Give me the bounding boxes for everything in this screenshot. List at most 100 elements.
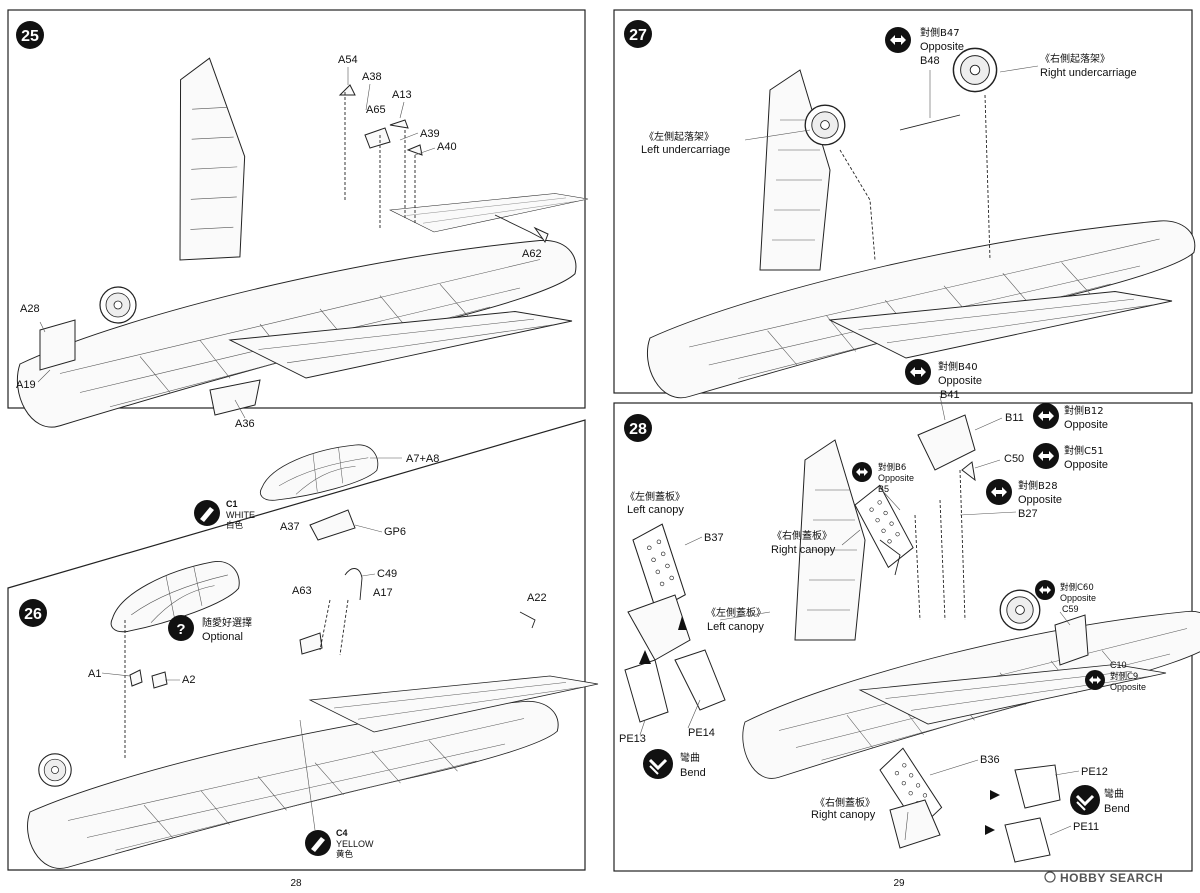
step-25-badge: 25 (16, 21, 44, 49)
part-label-b27: B27 (1018, 508, 1038, 520)
part-label-b37: B37 (704, 532, 724, 544)
right-canopy-1-cn: 《右側蓋板》 (772, 529, 832, 542)
bend-2-en: Bend (1104, 803, 1130, 815)
part-label-c59: C59 (1062, 604, 1079, 614)
bend-icon-2 (1068, 783, 1102, 817)
paint-brush-icon-yellow (305, 830, 331, 856)
svg-text:25: 25 (21, 28, 39, 45)
page-number-right: 29 (893, 878, 905, 889)
paint-brush-icon-white (194, 500, 220, 526)
part-label-a28: A28 (20, 303, 40, 315)
part-label-a38: A38 (362, 71, 382, 83)
part-label-a39: A39 (420, 128, 440, 140)
paint-code-yellow: C4 (336, 828, 348, 838)
svg-text:28: 28 (629, 421, 647, 438)
opposite-arrow-icon-b28 (986, 479, 1012, 505)
step-27-panel: 27 對側B47 Opposite B48 《右側起落架》 Right unde… (613, 9, 1196, 399)
bend-1-en: Bend (680, 767, 706, 779)
paint-cn-yellow: 黄色 (336, 849, 354, 860)
part-label-a17: A17 (373, 587, 393, 599)
step-25-illustration (16, 56, 589, 428)
left-undercarriage-en: Left undercarriage (641, 144, 730, 156)
svg-text:27: 27 (629, 27, 647, 44)
part-label-pe11: PE11 (1073, 821, 1099, 833)
part-label-a65: A65 (366, 104, 386, 116)
right-undercarriage-cn: 《右側起落架》 (1040, 52, 1110, 65)
opposite-c9-en: Opposite (1110, 682, 1146, 692)
left-canopy-2-cn: 《左側蓋板》 (706, 606, 766, 619)
step-26-callouts: A7+A8 GP6 A37 A63 C49 A17 A22 A1 A2 ? 随愛… (88, 453, 547, 860)
opposite-c9-cn: 對側C9 (1110, 671, 1138, 682)
part-label-b11: B11 (1005, 412, 1024, 424)
opposite-arrow-icon-b40 (905, 359, 931, 385)
opposite-c60-cn: 對側C60 (1060, 582, 1094, 593)
watermark-text: HOBBY SEARCH (1060, 871, 1163, 885)
opposite-c51-en: Opposite (1064, 459, 1108, 471)
paint-name-yellow: YELLOW (336, 839, 374, 849)
part-label-pe12: PE12 (1081, 766, 1108, 778)
part-label-b48: B48 (920, 55, 940, 67)
right-canopy-2-cn: 《右側蓋板》 (815, 796, 875, 809)
paint-code-white: C1 (226, 499, 238, 509)
step-27-callouts: 對側B47 Opposite B48 《右側起落架》 Right underca… (641, 26, 1137, 156)
paint-name-white: WHITE (226, 510, 255, 520)
opposite-b6-cn: 對側B6 (878, 462, 906, 473)
step-27-illustration (646, 47, 1196, 399)
bend-2-cn: 彎曲 (1104, 787, 1124, 800)
opposite-b47-cn: 對側B47 (920, 26, 960, 39)
opposite-arrow-icon-c60 (1035, 580, 1055, 600)
step-28-panel: 28 對側B40 Opposite (613, 359, 1200, 872)
left-undercarriage-cn: 《左側起落架》 (644, 130, 714, 143)
part-label-a2: A2 (182, 674, 195, 686)
opposite-b40-cn: 對側B40 (938, 360, 978, 373)
left-canopy-1-en: Left canopy (627, 504, 684, 516)
part-label-pe14: PE14 (688, 727, 715, 739)
opposite-b12-en: Opposite (1064, 419, 1108, 431)
right-canopy-2-en: Right canopy (811, 809, 876, 821)
step-27-badge: 27 (624, 20, 652, 48)
optional-icon: ? (168, 615, 194, 641)
part-label-a19: A19 (16, 379, 36, 391)
opposite-arrow-icon-b12 (1033, 403, 1059, 429)
step-28-callouts: 對側B40 Opposite B41 B11 對側B12 Opposite C5… (619, 359, 1146, 841)
svg-text:?: ? (176, 621, 185, 638)
part-label-b36: B36 (980, 754, 1000, 766)
optional-cn: 随愛好選擇 (202, 616, 252, 629)
step-25-callouts: A54 A38 A65 A13 A39 A40 A62 A28 A19 A36 (16, 54, 542, 430)
opposite-arrow-icon-b6 (852, 462, 872, 482)
step-28-illustration (624, 414, 1200, 863)
part-label-a40: A40 (437, 141, 457, 153)
opposite-arrow-icon-c9 (1085, 670, 1105, 690)
part-label-a1: A1 (88, 668, 101, 680)
part-label-pe13: PE13 (619, 733, 646, 745)
part-label-a62: A62 (522, 248, 542, 260)
opposite-b6-en: Opposite (878, 473, 914, 483)
part-label-gp6: GP6 (384, 526, 406, 538)
opposite-arrow-icon-c51 (1033, 443, 1059, 469)
opposite-b40-en: Opposite (938, 375, 982, 387)
part-label-a22: A22 (527, 592, 547, 604)
opposite-b28-cn: 對側B28 (1018, 479, 1058, 492)
left-canopy-1-cn: 《左側蓋板》 (625, 490, 685, 503)
opposite-arrow-icon (885, 27, 911, 53)
svg-text:26: 26 (24, 606, 42, 623)
part-label-a36: A36 (235, 418, 255, 430)
step-26-illustration (27, 444, 599, 869)
part-label-a13: A13 (392, 89, 412, 101)
part-label-a37: A37 (280, 521, 300, 533)
part-label-a7-a8: A7+A8 (406, 453, 439, 465)
part-label-c50: C50 (1004, 453, 1024, 465)
page-number-left: 28 (290, 878, 302, 889)
part-label-b5: B5 (878, 484, 889, 494)
optional-en: Optional (202, 631, 243, 643)
right-undercarriage-en: Right undercarriage (1040, 67, 1137, 79)
opposite-b28-en: Opposite (1018, 494, 1062, 506)
part-label-a63: A63 (292, 585, 312, 597)
part-label-c10: C10 (1110, 660, 1127, 670)
part-label-b41: B41 (940, 389, 960, 401)
opposite-c60-en: Opposite (1060, 593, 1096, 603)
paint-cn-white: 白色 (226, 520, 244, 531)
bend-1-cn: 彎曲 (680, 751, 700, 764)
opposite-c51-cn: 對側C51 (1064, 444, 1104, 457)
